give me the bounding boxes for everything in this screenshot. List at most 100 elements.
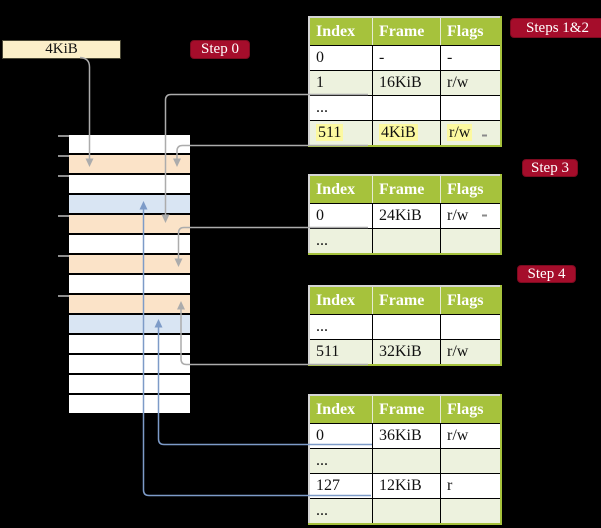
table-cell [372,228,441,254]
table-cell [440,498,501,524]
table-cell: 4KiB [372,120,441,146]
memory-row [69,255,190,273]
table-row-highlighted: 511 4KiB r/w [309,120,501,146]
memory-row [69,375,190,393]
highlighted-value: r/w [447,124,473,141]
memory-row [69,355,190,373]
highlighted-value: 4KiB [379,124,418,141]
table-cell [440,228,501,254]
table-cell: 127 [309,473,373,499]
column-header: Index [309,395,373,424]
step-0-label: Step 0 [201,41,239,57]
table-row: 1 16KiB r/w [309,70,501,96]
table-cell: 24KiB [372,203,441,229]
memory-row [69,335,190,353]
step-4-label: Step 4 [527,265,566,282]
table-cell: 511 [309,120,373,146]
step-0-badge: Step 0 [190,40,250,59]
memory-row [69,155,190,173]
step-3-label: Step 3 [531,159,569,176]
table-cell [440,448,501,474]
table-header-row: Index Frame Flags [309,286,501,315]
memory-row [69,135,190,153]
table-cell: ... [309,498,373,524]
table-cell: r/w [440,339,501,365]
table-row: 511 32KiB r/w [309,339,501,365]
steps-1-2-label: Steps 1&2 [526,19,589,36]
column-header: Index [309,17,373,46]
column-header: Index [309,175,373,204]
steps-1-2-badge: Steps 1&2 [510,18,601,38]
table-cell: 0 [309,423,373,449]
memory-row [69,295,190,313]
table-cell: r/w [440,423,501,449]
memory-row [69,175,190,193]
address-tick [58,175,69,177]
arrow-entry511-to-4kib [173,144,368,167]
table-cell [372,314,441,340]
table-row: ... [309,314,501,340]
table-cell: 0 [309,45,373,71]
table-header-row: Index Frame Flags [309,175,501,204]
memory-row [69,275,190,293]
table-row: 0 24KiB r/w [309,203,501,229]
table-row: ... [309,95,501,121]
table-cell [372,448,441,474]
memory-row [69,215,190,233]
table-row: ... [309,228,501,254]
table-cell: 16KiB [372,70,441,96]
table-row: 0 36KiB r/w [309,423,501,449]
table-cell: 32KiB [372,339,441,365]
table-cell: 511 [309,339,373,365]
table-cell: ... [309,228,373,254]
page-table-level2: Index Frame Flags 0 24KiB r/w ... [308,174,502,255]
table-cell: 36KiB [372,423,441,449]
table-cell: - [372,45,441,71]
column-header: Flags [440,17,501,46]
address-tick [58,255,69,257]
column-header: Frame [372,175,441,204]
table-cell: 0 [309,203,373,229]
table-cell [372,95,441,121]
table-cell: r/w [440,70,501,96]
step-4-badge: Step 4 [517,265,576,283]
table-cell: r/w [440,120,501,146]
address-tick [58,295,69,297]
table-row: ... [309,448,501,474]
address-tick [58,135,69,137]
table-cell [372,498,441,524]
memory-row [69,235,190,253]
table-cell: ... [309,314,373,340]
page-table-leaf: Index Frame Flags 0 36KiB r/w ... 127 12… [308,394,502,525]
address-tick [58,155,69,157]
page-table-root: Index Frame Flags 0 - - 1 16KiB r/w ... … [308,16,502,147]
column-header: Frame [372,395,441,424]
memory-row [69,315,190,333]
column-header: Flags [440,175,501,204]
table-cell: ... [309,95,373,121]
table-header-row: Index Frame Flags [309,17,501,46]
table-cell: 1 [309,70,373,96]
root-table-address-box: 4KiB [2,40,121,59]
table-cell: r/w [440,203,501,229]
memory-row [69,395,190,413]
column-header: Frame [372,17,441,46]
table-cell: r [440,473,501,499]
column-header: Index [309,286,373,315]
table-row: 0 - - [309,45,501,71]
table-cell: ... [309,448,373,474]
table-row: ... [309,498,501,524]
column-header: Frame [372,286,441,315]
column-header: Flags [440,286,501,315]
table-row: 127 12KiB r [309,473,501,499]
table-cell: 12KiB [372,473,441,499]
column-header: Flags [440,395,501,424]
highlighted-value: 511 [316,124,344,141]
table-header-row: Index Frame Flags [309,395,501,424]
table-cell: - [440,45,501,71]
step-3-badge: Step 3 [522,159,578,177]
memory-row [69,195,190,213]
table-cell [440,95,501,121]
page-table-level3: Index Frame Flags ... 511 32KiB r/w [308,285,502,366]
